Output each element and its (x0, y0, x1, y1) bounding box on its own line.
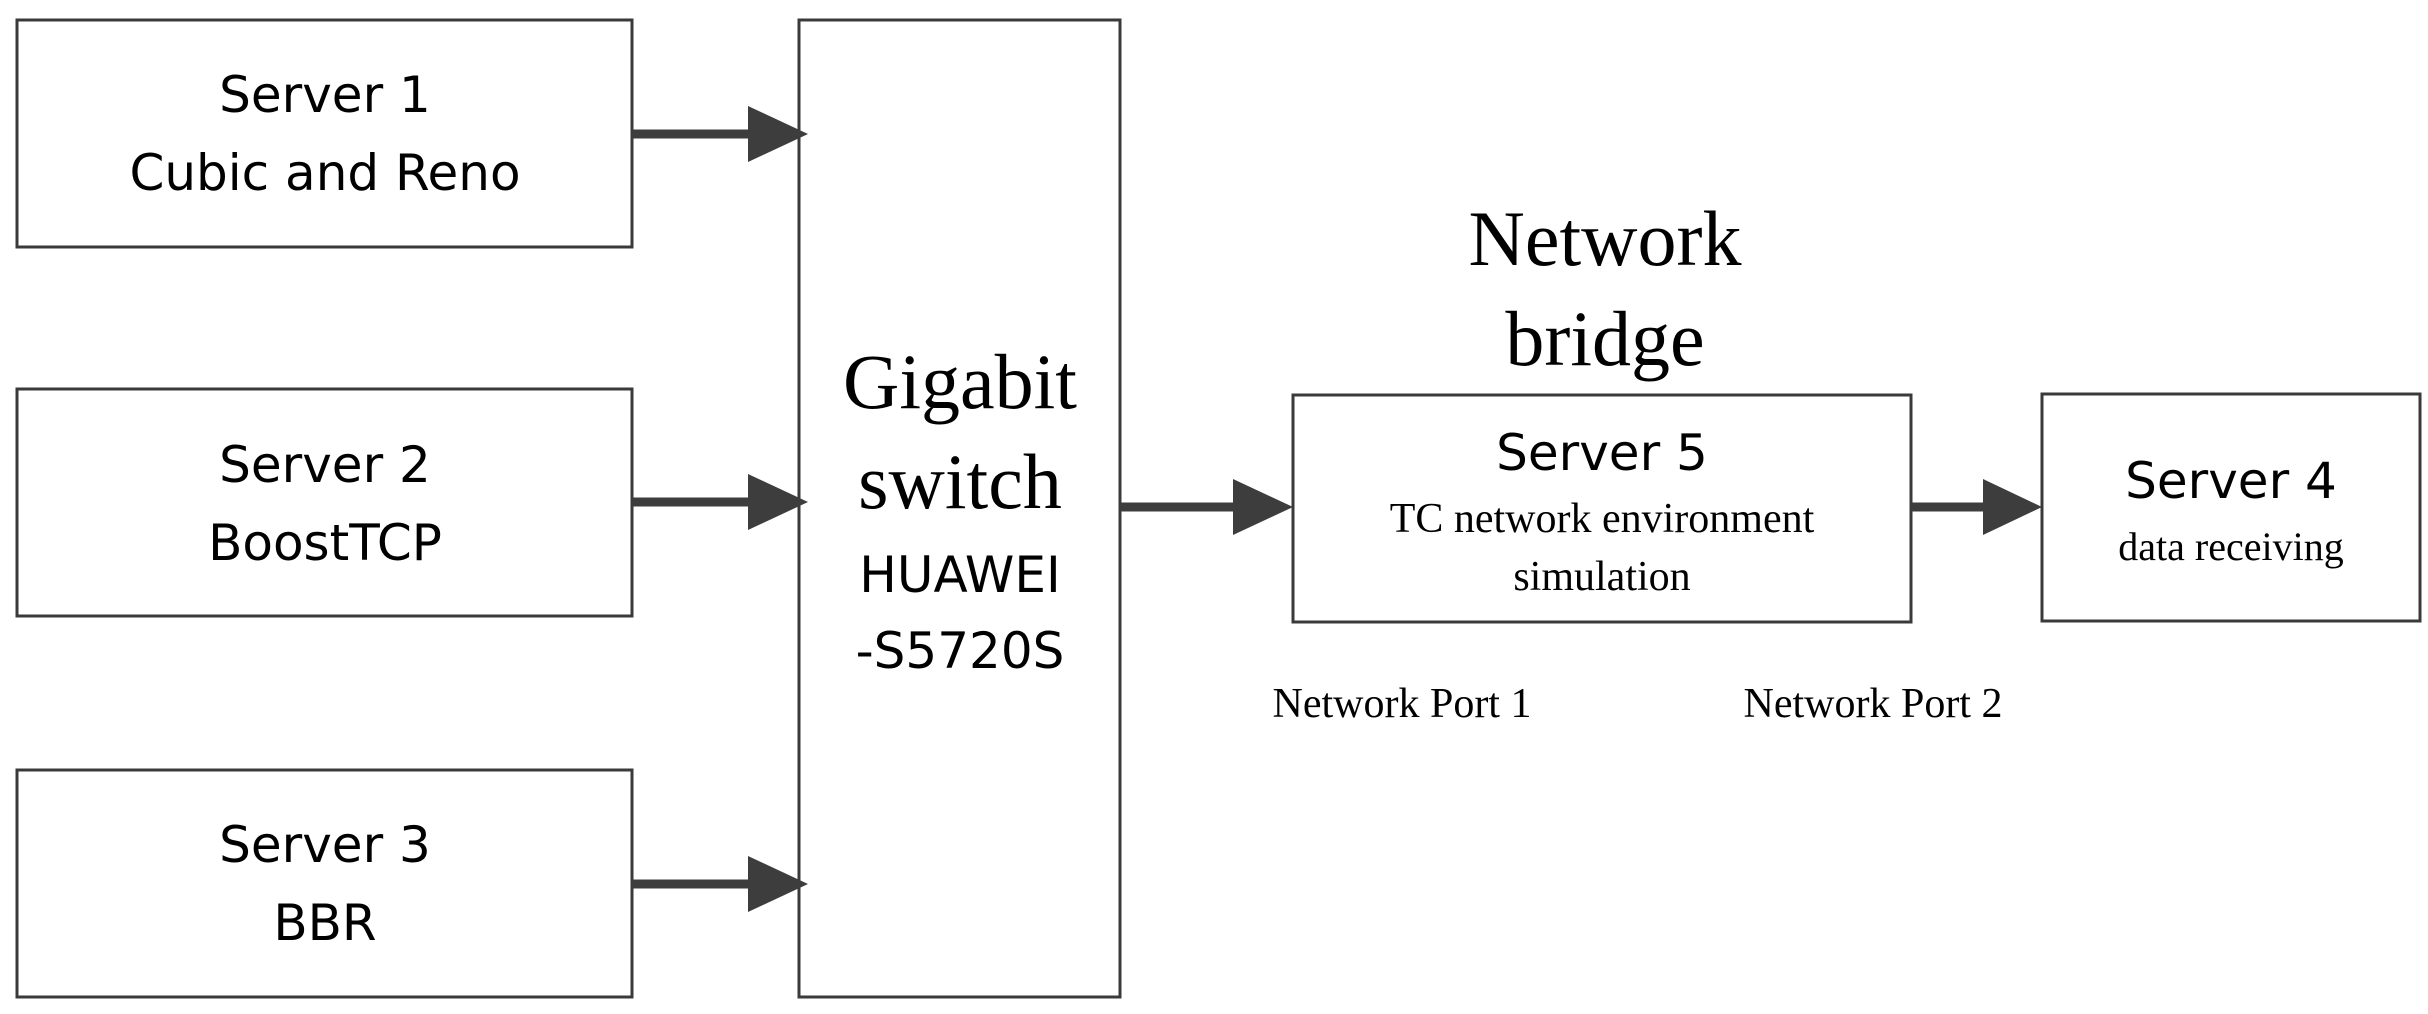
arrow-server1-to-switch (632, 106, 808, 162)
server-5-subtitle-line2: simulation (1513, 554, 1690, 600)
arrow-switch-to-server5 (1120, 479, 1293, 535)
server-1-node: Server 1 Cubic and Reno (15, 18, 634, 249)
server-5-node: Server 5 TC network environment simulati… (1291, 393, 1913, 624)
server-2-title: Server 2 (219, 436, 431, 494)
arrowhead-icon (748, 856, 808, 912)
arrow-server3-to-switch (632, 856, 808, 912)
server-1-box (15, 18, 634, 249)
server-3-box (15, 768, 634, 999)
server-1-subtitle: Cubic and Reno (129, 144, 520, 202)
network-port-2-label: Network Port 2 (1744, 681, 2003, 727)
server-3-title: Server 3 (219, 816, 431, 874)
arrowhead-icon (748, 106, 808, 162)
server-4-node: Server 4 data receiving (2040, 392, 2422, 623)
server-1-title: Server 1 (219, 66, 431, 124)
server-5-box (1291, 393, 1913, 624)
switch-title-line1: Gigabit (843, 338, 1077, 425)
server-4-title: Server 4 (2125, 452, 2337, 510)
server-5-subtitle-line1: TC network environment (1390, 496, 1815, 542)
server-2-node: Server 2 BoostTCP (15, 387, 634, 618)
server-5-title: Server 5 (1496, 424, 1708, 482)
arrowhead-icon (1983, 479, 2042, 535)
network-bridge-label-line2: bridge (1505, 295, 1704, 382)
gigabit-switch-node: Gigabit switch HUAWEI -S5720S (797, 18, 1122, 999)
network-bridge-label-line1: Network (1469, 195, 1742, 282)
switch-model-line2: -S5720S (856, 622, 1065, 680)
server-3-node: Server 3 BBR (15, 768, 634, 999)
arrowhead-icon (748, 474, 808, 530)
server-4-subtitle: data receiving (2118, 524, 2343, 569)
server-4-box (2040, 392, 2422, 623)
server-2-box (15, 387, 634, 618)
arrow-server5-to-server4 (1911, 479, 2042, 535)
switch-box (797, 18, 1122, 999)
server-3-subtitle: BBR (273, 894, 376, 952)
switch-title-line2: switch (858, 438, 1062, 525)
server-2-subtitle: BoostTCP (208, 514, 442, 572)
network-port-1-label: Network Port 1 (1273, 681, 1532, 727)
arrow-server2-to-switch (632, 474, 808, 530)
arrowhead-icon (1233, 479, 1293, 535)
switch-model-line1: HUAWEI (859, 546, 1060, 604)
